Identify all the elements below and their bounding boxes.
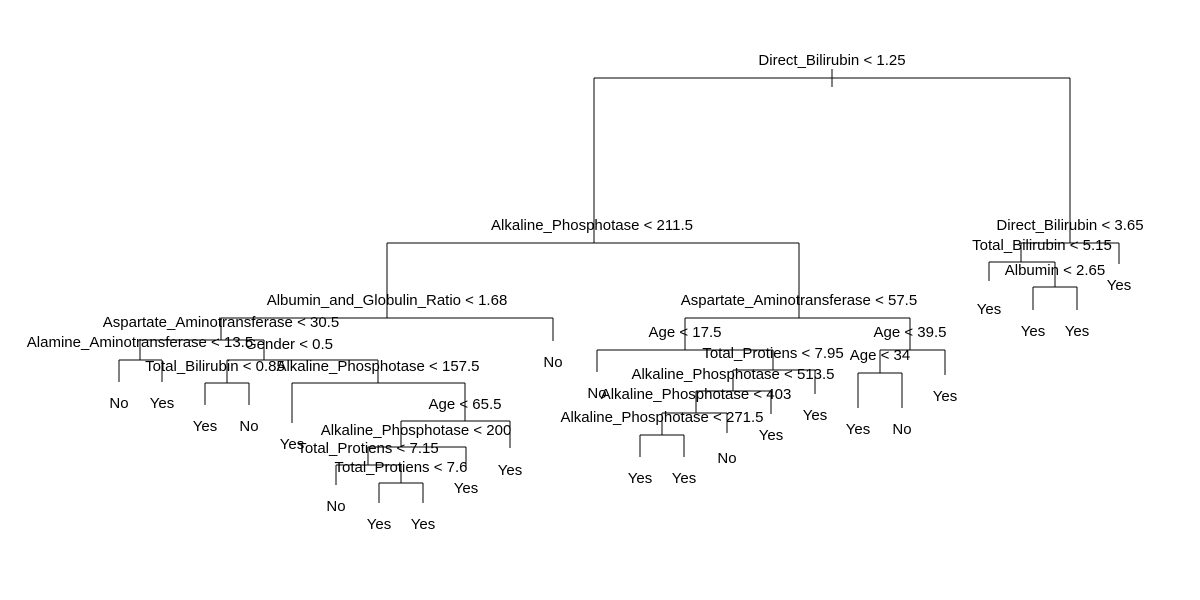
leaf-label-no: No — [587, 385, 606, 402]
split-label: Age < 17.5 — [649, 324, 722, 341]
leaf-label-yes: Yes — [411, 516, 435, 533]
split-label: Age < 39.5 — [874, 324, 947, 341]
leaf-label-yes: Yes — [1065, 323, 1089, 340]
split-label: Alkaline_Phosphotase < 211.5 — [491, 217, 693, 234]
split-label: Albumin_and_Globulin_Ratio < 1.68 — [267, 292, 508, 309]
split-label: Direct_Bilirubin < 3.65 — [996, 217, 1143, 234]
split-label: Total_Protiens < 7.95 — [702, 345, 843, 362]
split-label: Alkaline_Phosphotase < 271.5 — [560, 409, 763, 426]
leaf-label-yes: Yes — [1021, 323, 1045, 340]
split-label: Albumin < 2.65 — [1005, 262, 1105, 279]
leaf-label-yes: Yes — [454, 480, 478, 497]
tree-labels: Direct_Bilirubin < 1.25Alkaline_Phosphot… — [27, 52, 1144, 533]
leaf-label-yes: Yes — [759, 427, 783, 444]
split-label: Total_Protiens < 7.6 — [334, 459, 467, 476]
split-label: Gender < 0.5 — [245, 336, 333, 353]
split-label: Alamine_Aminotransferase < 13.5 — [27, 334, 253, 351]
split-label: Direct_Bilirubin < 1.25 — [758, 52, 905, 69]
split-label: Aspartate_Aminotransferase < 57.5 — [681, 292, 917, 309]
leaf-label-no: No — [717, 450, 736, 467]
leaf-label-yes: Yes — [280, 436, 304, 453]
leaf-label-yes: Yes — [803, 407, 827, 424]
leaf-label-yes: Yes — [628, 470, 652, 487]
leaf-label-no: No — [543, 354, 562, 371]
leaf-label-yes: Yes — [193, 418, 217, 435]
leaf-label-no: No — [109, 395, 128, 412]
leaf-label-yes: Yes — [672, 470, 696, 487]
split-label: Total_Bilirubin < 5.15 — [972, 237, 1112, 254]
leaf-label-no: No — [892, 421, 911, 438]
split-label: Age < 65.5 — [429, 396, 502, 413]
leaf-label-yes: Yes — [150, 395, 174, 412]
leaf-label-yes: Yes — [1107, 277, 1131, 294]
split-label: Alkaline_Phosphotase < 157.5 — [276, 358, 479, 375]
split-label: Age < 34 — [850, 347, 910, 364]
split-label: Total_Bilirubin < 0.85 — [145, 358, 285, 375]
leaf-label-yes: Yes — [933, 388, 957, 405]
split-label: Alkaline_Phosphotase < 200 — [321, 422, 512, 439]
leaf-label-yes: Yes — [498, 462, 522, 479]
split-label: Alkaline_Phosphotase < 513.5 — [631, 366, 834, 383]
leaf-label-yes: Yes — [846, 421, 870, 438]
leaf-label-yes: Yes — [977, 301, 1001, 318]
tree-branches — [118, 69, 1120, 503]
split-label: Alkaline_Phosphotase < 403 — [601, 386, 792, 403]
leaf-label-no: No — [239, 418, 258, 435]
split-label: Aspartate_Aminotransferase < 30.5 — [103, 314, 339, 331]
split-label: Total_Protiens < 7.15 — [297, 440, 438, 457]
leaf-label-no: No — [326, 498, 345, 515]
leaf-label-yes: Yes — [367, 516, 391, 533]
